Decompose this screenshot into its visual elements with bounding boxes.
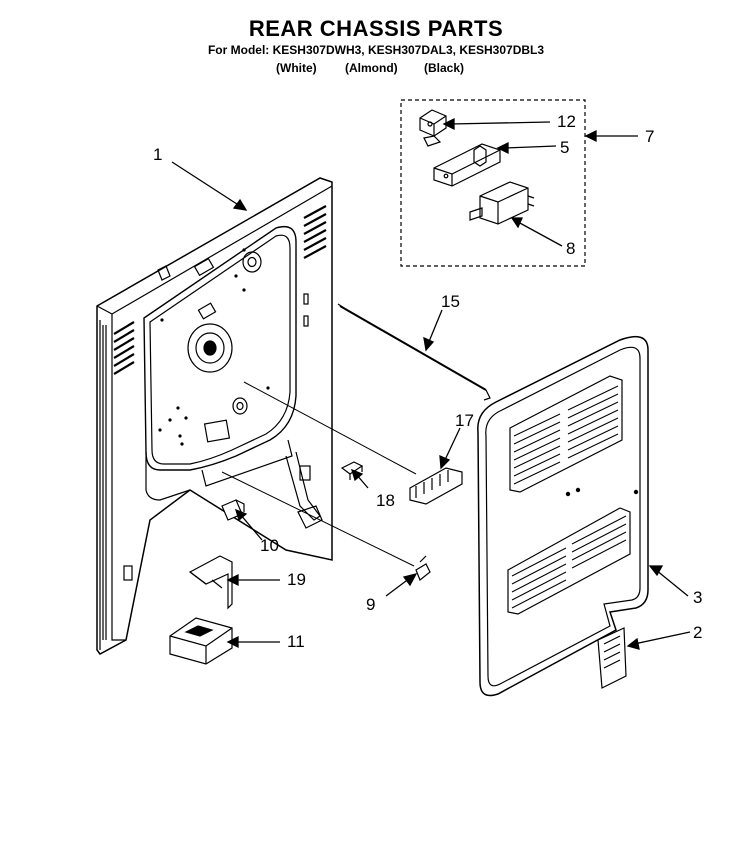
callout-2: 2	[693, 623, 703, 642]
callout-9: 9	[366, 595, 376, 614]
callout-12: 12	[557, 112, 576, 131]
callout-17: 17	[455, 411, 474, 430]
callout-11: 11	[287, 632, 305, 651]
part-19-bracket	[188, 555, 233, 610]
color-almond: (Almond)	[345, 61, 398, 75]
leader-lines	[171, 117, 691, 650]
callout-10: 10	[260, 536, 279, 555]
callout-8: 8	[566, 239, 576, 258]
callout-15: 15	[441, 292, 460, 311]
model-list: For Model: KESH307DWH3, KESH307DAL3, KES…	[207, 43, 545, 57]
part-15-rod	[337, 303, 491, 401]
part-9-clip	[415, 555, 431, 581]
color-white: (White)	[276, 61, 317, 75]
part-5-bracket	[433, 143, 501, 187]
callout-1: 1	[153, 145, 163, 164]
leader-line-17	[243, 381, 417, 475]
diagram-title: REAR CHASSIS PARTS	[248, 16, 504, 41]
callout-7: 7	[645, 127, 655, 146]
part-17-terminal-strip	[409, 467, 463, 505]
part-12-bracket	[419, 109, 447, 147]
part-1-rear-panel	[96, 177, 333, 655]
part-11-block	[169, 617, 233, 665]
callout-19: 19	[287, 570, 306, 589]
callout-5: 5	[560, 138, 570, 157]
assembly-7-box	[400, 99, 586, 267]
color-black: (Black)	[424, 61, 465, 75]
callout-18: 18	[376, 491, 395, 510]
part-8-switch	[469, 181, 535, 225]
leader-line-9	[221, 471, 415, 567]
part-18-clip	[340, 461, 364, 480]
part-3-rear-cover	[477, 335, 649, 697]
part-2-cover-plate	[597, 627, 627, 689]
callout-3: 3	[693, 588, 703, 607]
